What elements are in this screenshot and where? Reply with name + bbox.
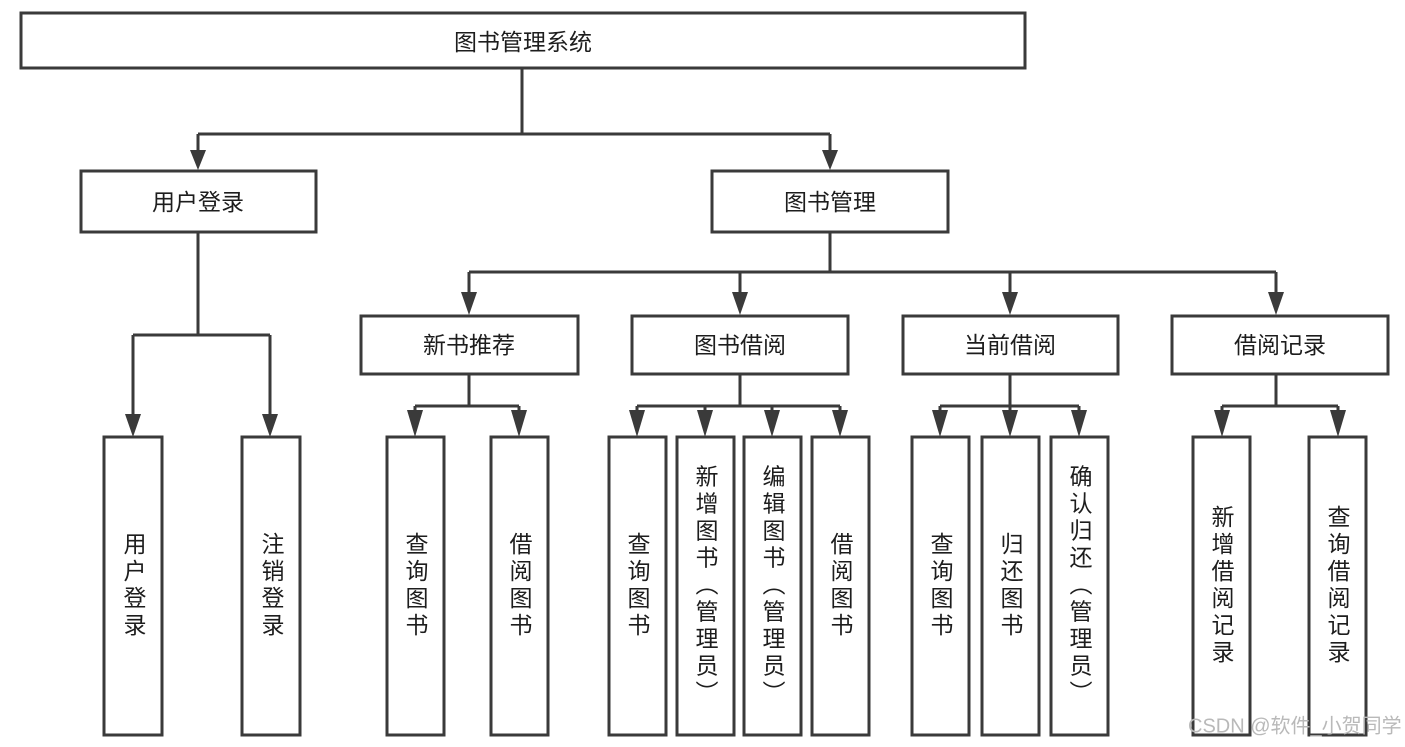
leaf-book-borrow-query[interactable]: 查询图书 [607,435,668,737]
leaf-user-login-logout-label: 注销登录 [258,532,285,640]
leaf-book-borrow-edit-box[interactable] [742,435,803,737]
leaf-new-book-borrow-label: 借阅图书 [506,532,533,640]
leaf-new-book-borrow-box[interactable] [489,435,550,737]
node-book-management-label: 图书管理 [784,189,876,215]
node-borrow-record[interactable]: 借阅记录 [1170,314,1390,376]
leaf-borrow-record-query-box[interactable] [1307,435,1368,737]
leaf-current-borrow-confirm-label: 确认归还（管理员） [1066,465,1093,708]
node-new-book-recommend-label: 新书推荐 [423,332,515,358]
node-new-book-recommend[interactable]: 新书推荐 [359,314,580,376]
leaf-current-borrow-query-box[interactable] [910,435,971,737]
arrow-bookborrow-leaf-4 [832,410,848,437]
arrow-bookborrow-leaf-3 [764,410,780,437]
arrow-userlogin-leaf-2 [262,414,278,437]
node-borrow-record-box[interactable] [1170,314,1390,376]
arrow-newbook-leaf-1 [407,410,423,437]
leaf-user-login-login-box[interactable] [102,435,164,737]
leaf-book-borrow-add-label: 新增图书（管理员） [692,465,719,708]
node-current-borrow[interactable]: 当前借阅 [901,314,1120,376]
node-current-borrow-label: 当前借阅 [964,332,1056,358]
arrow-currentborrow-leaf-1 [932,410,948,437]
leaf-user-login-login[interactable]: 用户登录 [102,435,164,737]
leaf-borrow-record-add-label: 新增借阅记录 [1208,505,1235,667]
leaf-current-borrow-query[interactable]: 查询图书 [910,435,971,737]
leaf-new-book-query[interactable]: 查询图书 [385,435,446,737]
leaf-current-borrow-query-label: 查询图书 [927,532,954,640]
leaf-book-borrow-query-box[interactable] [607,435,668,737]
arrow-root-to-book-mgmt [822,150,838,170]
leaf-borrow-record-query-label: 查询借阅记录 [1324,505,1351,667]
leaf-current-borrow-confirm-box[interactable] [1049,435,1110,737]
csdn-watermark: CSDN @软件_小贺同学 [1188,714,1402,737]
arrow-bookborrow-leaf-1 [629,410,645,437]
leaf-book-borrow-query-label: 查询图书 [624,532,651,640]
leaf-borrow-record-query[interactable]: 查询借阅记录 [1307,435,1368,737]
arrow-root-to-user-login [190,150,206,170]
node-book-management-box[interactable] [710,169,950,234]
leaf-current-borrow-return[interactable]: 归还图书 [980,435,1041,737]
arrow-bookmgmt-to-new-book [461,292,477,315]
node-user-login[interactable]: 用户登录 [79,169,318,234]
leaf-new-book-query-label: 查询图书 [402,532,429,640]
arrow-bookmgmt-to-borrow-record [1268,292,1284,315]
leaf-borrow-record-add-box[interactable] [1191,435,1252,737]
arrow-bookmgmt-to-book-borrow [732,292,748,315]
node-new-book-recommend-box[interactable] [359,314,580,376]
leaf-book-borrow-add[interactable]: 新增图书（管理员） [675,435,736,737]
arrow-currentborrow-leaf-3 [1071,410,1087,437]
leaf-current-borrow-return-box[interactable] [980,435,1041,737]
node-borrow-record-label: 借阅记录 [1234,332,1326,358]
arrow-newbook-leaf-2 [511,410,527,437]
node-root-box[interactable] [19,11,1027,70]
leaf-current-borrow-return-label: 归还图书 [997,532,1024,640]
arrow-userlogin-leaf-1 [125,414,141,437]
arrow-bookmgmt-to-current-borrow [1002,292,1018,315]
arrow-borrowrecord-leaf-2 [1330,410,1346,437]
leaf-user-login-login-label: 用户登录 [120,532,147,640]
connector-layer [125,68,1346,437]
node-root[interactable]: 图书管理系统 [19,11,1027,70]
node-user-login-label: 用户登录 [152,189,244,215]
leaf-user-login-logout[interactable]: 注销登录 [240,435,302,737]
node-book-borrow-box[interactable] [630,314,850,376]
arrow-bookborrow-leaf-2 [697,410,713,437]
leaf-book-borrow-edit[interactable]: 编辑图书（管理员） [742,435,803,737]
node-user-login-box[interactable] [79,169,318,234]
node-root-label: 图书管理系统 [454,29,592,55]
leaf-borrow-record-add[interactable]: 新增借阅记录 [1191,435,1252,737]
node-book-borrow-label: 图书借阅 [694,332,786,358]
leaf-book-borrow-edit-label: 编辑图书（管理员） [759,465,786,708]
node-book-borrow[interactable]: 图书借阅 [630,314,850,376]
node-current-borrow-box[interactable] [901,314,1120,376]
leaf-user-login-logout-box[interactable] [240,435,302,737]
leaf-new-book-borrow[interactable]: 借阅图书 [489,435,550,737]
arrow-borrowrecord-leaf-1 [1214,410,1230,437]
leaf-book-borrow-borrow-label: 借阅图书 [827,532,854,640]
leaf-book-borrow-borrow[interactable]: 借阅图书 [810,435,871,737]
leaf-new-book-query-box[interactable] [385,435,446,737]
arrow-currentborrow-leaf-2 [1002,410,1018,437]
leaf-book-borrow-add-box[interactable] [675,435,736,737]
leaf-book-borrow-borrow-box[interactable] [810,435,871,737]
leaf-current-borrow-confirm[interactable]: 确认归还（管理员） [1049,435,1110,737]
node-book-management[interactable]: 图书管理 [710,169,950,234]
